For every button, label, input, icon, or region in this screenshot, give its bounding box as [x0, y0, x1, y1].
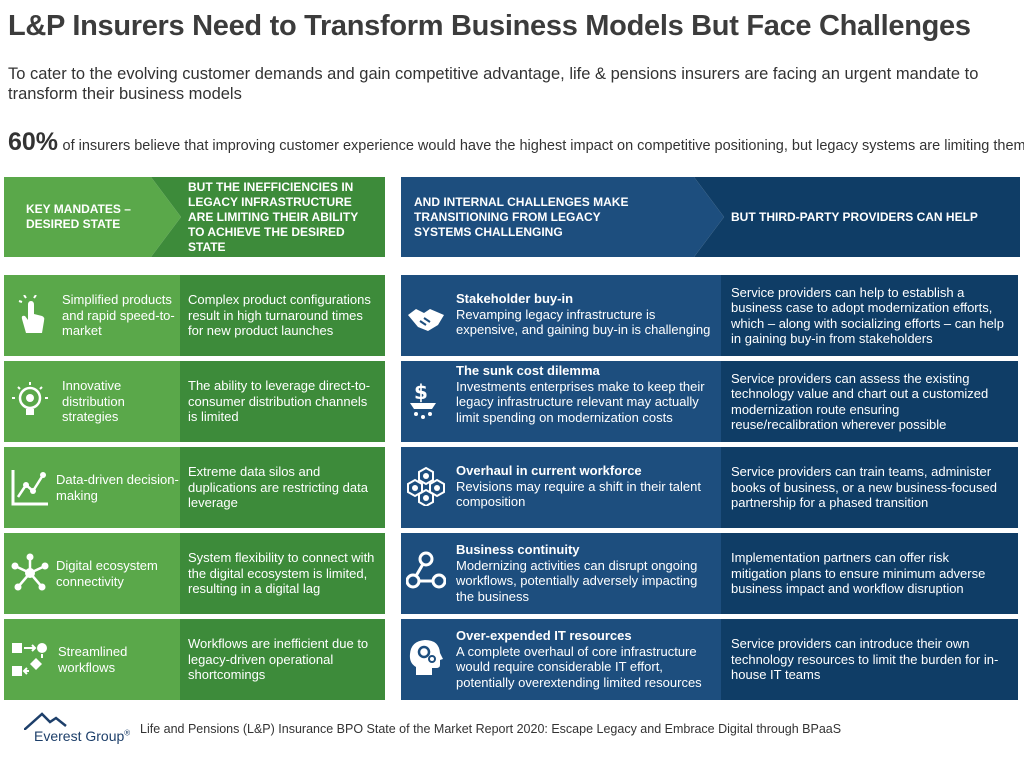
mandate-cell: [4, 361, 180, 442]
head-gears-icon: [406, 637, 446, 677]
everest-group-logo: Everest Group®: [10, 712, 135, 746]
hand-tap-icon: [12, 294, 52, 335]
workflow-icon: [10, 639, 50, 679]
inefficiency-text: System flexibility to connect with the d…: [180, 533, 385, 614]
header-arrows: [4, 177, 1020, 257]
inefficiency-text: Workflows are inefficient due to legacy-…: [180, 619, 385, 700]
workforce-icon: [406, 466, 446, 508]
provider-help-text: Implementation partners can offer risk m…: [721, 533, 1018, 614]
header-arrow-challenges: [401, 177, 724, 257]
inefficiency-text: Complex product configurations result in…: [180, 275, 385, 356]
header-arrow-mandates: [4, 177, 181, 257]
stat-value: 60%: [8, 128, 59, 156]
challenge-cell: [401, 619, 721, 700]
challenge-title: The sunk cost dilemma: [456, 363, 600, 378]
page-title: L&P Insurers Need to Transform Business …: [8, 10, 971, 42]
challenge-text: Revamping legacy infrastructure is expen…: [456, 306, 711, 338]
challenge-text: A complete overhaul of core infrastructu…: [456, 643, 702, 690]
header-box-inefficiencies: [151, 177, 385, 257]
mandate-label: Streamlined workflows: [58, 644, 128, 675]
inefficiency-text: Extreme data silos and duplications are …: [180, 447, 385, 528]
header-mandates: KEY MANDATES – DESIRED STATE: [26, 202, 131, 231]
svg-text:$: $: [414, 381, 428, 404]
mandate-label: Simplified products and rapid speed-to-m…: [62, 292, 175, 339]
mandate-label: Innovative distribution strategies: [62, 378, 125, 425]
header-providers: BUT THIRD-PARTY PROVIDERS CAN HELP: [731, 209, 978, 224]
report-citation: Life and Pensions (L&P) Insurance BPO St…: [140, 722, 842, 736]
challenge-cell: [401, 275, 721, 356]
challenge-text: Investments enterprises make to keep the…: [456, 378, 705, 425]
money-drain-icon: $: [406, 380, 446, 421]
page-subtitle: To cater to the evolving customer demand…: [8, 65, 979, 103]
challenge-title: Over-expended IT resources: [456, 628, 632, 643]
key-statistic: 60% of insurers believe that improving c…: [8, 128, 1024, 157]
line-chart-icon: [10, 467, 50, 507]
challenge-text: Modernizing activities can disrupt ongoi…: [456, 557, 698, 604]
header-box-providers: [694, 177, 1020, 257]
stat-text: of insurers believe that improving custo…: [62, 138, 1024, 154]
mandate-cell: [4, 447, 180, 528]
challenge-content: The sunk cost dilemma Investments enterp…: [456, 361, 718, 442]
brand-name: Everest Group®: [34, 728, 131, 744]
provider-help-text: Service providers can help to establish …: [721, 275, 1018, 356]
provider-help-text: Service providers can introduce their ow…: [721, 619, 1018, 700]
provider-help-text: Service providers can train teams, admin…: [721, 447, 1018, 528]
header-inefficiencies: BUT THE INEFFICIENCIES IN LEGACY INFRAST…: [188, 179, 358, 254]
lightbulb-gear-icon: [10, 381, 50, 421]
challenge-title: Stakeholder buy-in: [456, 291, 574, 306]
challenge-content: Over-expended IT resources A complete ov…: [456, 619, 718, 700]
challenge-content: Business continuity Modernizing activiti…: [456, 533, 718, 614]
challenge-title: Business continuity: [456, 542, 580, 557]
challenge-cell: [401, 533, 721, 614]
challenge-title: Overhaul in current workforce: [456, 463, 642, 478]
mandate-cell: [4, 619, 180, 700]
process-flow-icon: [405, 551, 447, 591]
mountain-logo-icon: [24, 712, 67, 730]
mandate-label: Data-driven decision-making: [56, 472, 179, 503]
inefficiency-text: The ability to leverage direct-to-consum…: [180, 361, 385, 442]
handshake-icon: [406, 297, 446, 337]
challenge-content: Stakeholder buy-in Revamping legacy infr…: [456, 275, 718, 356]
challenge-content: Overhaul in current workforce Revisions …: [456, 447, 718, 528]
challenge-cell: [401, 361, 721, 442]
challenge-cell: [401, 447, 721, 528]
mandate-label: Digital ecosystem connectivity: [56, 558, 158, 589]
network-hub-icon: [10, 553, 50, 593]
challenge-text: Revisions may require a shift in their t…: [456, 478, 701, 510]
provider-help-text: Service providers can assess the existin…: [721, 361, 1018, 442]
header-challenges: AND INTERNAL CHALLENGES MAKE TRANSITIONI…: [414, 194, 629, 239]
